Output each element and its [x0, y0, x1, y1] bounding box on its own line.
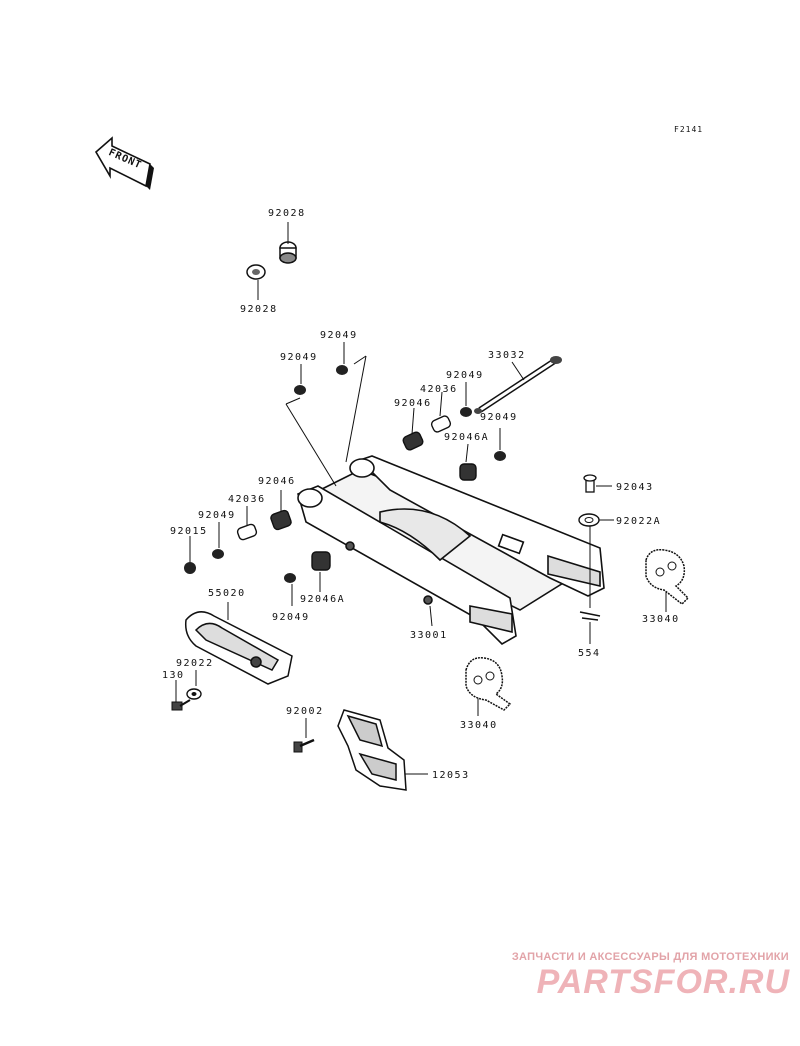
washer-92022A-icon [578, 513, 600, 527]
callout-92049-e[interactable]: 92049 [198, 510, 236, 521]
front-arrow-icon: FRONT [94, 136, 154, 190]
chain-cover-12053-icon [337, 709, 407, 791]
callout-12053[interactable]: 12053 [432, 770, 470, 781]
pin-92043-icon [583, 474, 597, 493]
needle-bearing-92046A-icon [459, 463, 477, 481]
callout-92015[interactable]: 92015 [170, 526, 208, 537]
callout-92022A[interactable]: 92022A [616, 516, 661, 527]
callout-55020[interactable]: 55020 [208, 588, 246, 599]
callout-92046A-top[interactable]: 92046A [444, 432, 489, 443]
chain-adjuster-33040-center-icon [465, 657, 512, 711]
swing-arm-33001-icon [297, 455, 605, 645]
callout-92049-d[interactable]: 92049 [480, 412, 518, 423]
seal-92049-icons [212, 365, 506, 583]
callout-42036-top[interactable]: 42036 [420, 384, 458, 395]
callout-92002[interactable]: 92002 [286, 706, 324, 717]
callout-92043[interactable]: 92043 [616, 482, 654, 493]
callout-33040-center[interactable]: 33040 [460, 720, 498, 731]
pivot-shaft-33032-icon [474, 356, 562, 414]
callout-33040-right[interactable]: 33040 [642, 614, 680, 625]
callout-33032[interactable]: 33032 [488, 350, 526, 361]
callout-554[interactable]: 554 [578, 648, 601, 659]
callout-33001[interactable]: 33001 [410, 630, 448, 641]
callout-130[interactable]: 130 [162, 670, 185, 681]
callout-92049-c[interactable]: 92049 [446, 370, 484, 381]
callout-92049-a[interactable]: 92049 [320, 330, 358, 341]
washer-92022-icon [186, 688, 202, 700]
callout-labels: 92028 92028 92049 92049 33032 92049 4203… [162, 208, 680, 781]
chain-adjuster-33040-right-icon [645, 548, 690, 605]
bolt-130-icon [171, 699, 191, 711]
callout-92022[interactable]: 92022 [176, 658, 214, 669]
figure-code: F2141 [674, 125, 703, 134]
callout-92046-left[interactable]: 92046 [258, 476, 296, 487]
callout-92046A-bottom[interactable]: 92046A [300, 594, 345, 605]
callout-92028-top[interactable]: 92028 [268, 208, 306, 219]
bolt-92002-icon [293, 738, 315, 753]
watermark-brand: PARTSFOR.RU [536, 963, 790, 1001]
left-bearing-group-icons [184, 509, 331, 574]
cotter-pin-554-icon [579, 611, 601, 621]
bushing-92028-icon [246, 241, 297, 280]
callout-92049-b[interactable]: 92049 [280, 352, 318, 363]
callout-92049-f[interactable]: 92049 [272, 612, 310, 623]
collar-42036-icon [430, 415, 452, 433]
leader-lines [175, 342, 667, 775]
callout-92028-bottom[interactable]: 92028 [240, 304, 278, 315]
callout-92046-top[interactable]: 92046 [394, 398, 432, 409]
chain-guide-55020-icon [184, 611, 293, 685]
watermark-tagline: ЗАПЧАСТИ И АКСЕССУАРЫ ДЛЯ МОТОТЕХНИКИ [511, 951, 789, 963]
needle-bearing-92046-icon [402, 431, 424, 451]
pivot-guide-lines [285, 355, 367, 487]
callout-42036-left[interactable]: 42036 [228, 494, 266, 505]
